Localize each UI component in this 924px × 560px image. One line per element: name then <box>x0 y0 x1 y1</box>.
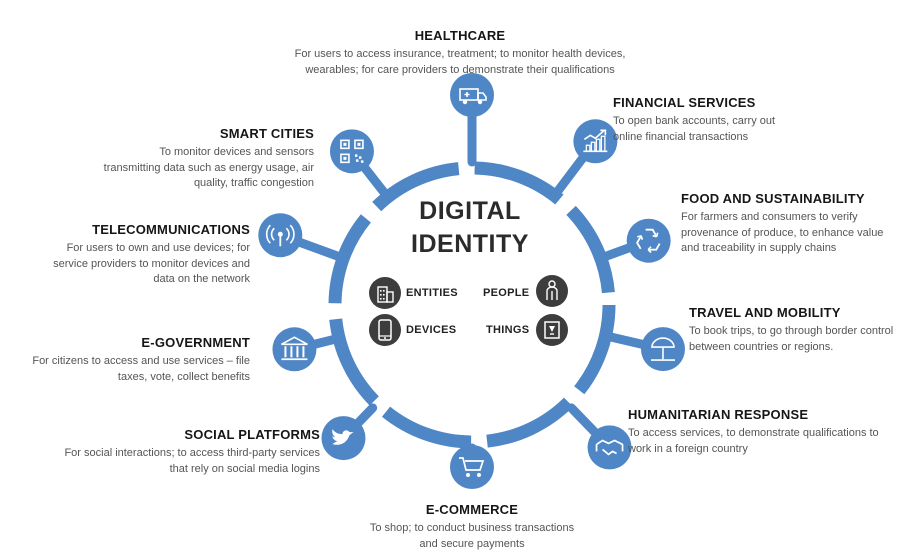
sector-title: HEALTHCARE <box>414 28 506 43</box>
center-icons <box>369 275 568 346</box>
sector-desc-line: and secure payments <box>419 537 525 550</box>
category-things-label: THINGS <box>486 324 530 336</box>
ambulance-icon <box>450 73 494 117</box>
sector-title: E-GOVERNMENT <box>141 335 250 350</box>
shopping-cart-icon <box>450 445 494 489</box>
chip-icon <box>536 314 568 346</box>
sector-title: SOCIAL PLATFORMS <box>184 427 320 442</box>
building-icon <box>369 277 401 309</box>
sector-title: FINANCIAL SERVICES <box>613 95 756 110</box>
sector-desc-line: taxes, vote, collect benefits <box>117 370 250 383</box>
sector-desc-line: online financial transactions <box>613 130 749 143</box>
growth-chart-icon <box>573 119 618 164</box>
recycle-icon <box>626 218 671 263</box>
sector-desc-line: that rely on social media logins <box>169 462 320 475</box>
sector-desc-line: To access services, to demonstrate quali… <box>628 427 879 439</box>
sector-healthcare: HEALTHCARE For users to access insurance… <box>270 28 650 78</box>
sector-desc-line: quality, traffic congestion <box>193 177 314 189</box>
category-people-label: PEOPLE <box>483 287 530 299</box>
sector-desc-line: For farmers and consumers to verify <box>681 211 858 223</box>
sector-desc-line: work in a foreign country <box>628 442 748 455</box>
sector-desc-line: service providers to monitor devices and <box>53 257 250 270</box>
sector-desc-line: For social interactions; to access third… <box>64 447 320 459</box>
sector-travel-mobility: TRAVEL AND MOBILITY To book trips, to go… <box>689 305 921 355</box>
government-building-icon <box>272 327 317 372</box>
sector-title: HUMANITARIAN RESPONSE <box>628 407 809 422</box>
beach-umbrella-icon <box>640 327 685 372</box>
sector-desc-line: For users to access insurance, treatment… <box>294 48 626 60</box>
sector-desc-line: To open bank accounts, carry out <box>613 115 776 127</box>
sector-desc-line: For users to own and use devices; for <box>66 242 250 254</box>
sector-title: E-COMMERCE <box>425 502 519 517</box>
sector-desc-line: transmitting data such as energy usage, … <box>103 161 314 174</box>
sector-telecommunications: TELECOMMUNICATIONS For users to own and … <box>30 222 250 288</box>
sector-humanitarian-response: HUMANITARIAN RESPONSE To access services… <box>628 407 920 457</box>
sector-e-commerce: E-COMMERCE To shop; to conduct business … <box>322 502 622 552</box>
category-entities-label: ENTITIES <box>406 287 458 299</box>
sector-desc-line: To shop; to conduct business transaction… <box>369 522 575 534</box>
sector-social-platforms: SOCIAL PLATFORMS For social interactions… <box>18 427 320 477</box>
qr-code-icon <box>329 129 374 174</box>
identity-ring <box>328 161 616 449</box>
sector-desc-line: provenance of produce, to enhance value <box>681 226 884 239</box>
sector-desc-line: wearables; for care providers to demonst… <box>305 63 615 76</box>
sector-e-government: E-GOVERNMENT For citizens to access and … <box>6 335 250 385</box>
center-title-line1: DIGITAL <box>419 197 521 225</box>
sector-desc-line: data on the network <box>153 273 250 285</box>
category-devices-label: DEVICES <box>406 324 457 336</box>
sector-financial-services: FINANCIAL SERVICES To open bank accounts… <box>613 95 853 145</box>
sector-desc-line: and traceability in supply chains <box>681 242 837 254</box>
person-icon <box>536 275 568 307</box>
sector-title: SMART CITIES <box>219 126 314 141</box>
sector-desc-line: To book trips, to go through border cont… <box>689 325 894 337</box>
handshake-icon <box>587 425 632 470</box>
sector-title: FOOD AND SUSTAINABILITY <box>681 191 865 206</box>
sector-desc-line: between countries or regions. <box>689 340 834 353</box>
sector-food-sustainability: FOOD AND SUSTAINABILITY For farmers and … <box>681 191 921 257</box>
sector-smart-cities: SMART CITIES To monitor devices and sens… <box>82 126 314 192</box>
sector-nodes <box>258 73 685 489</box>
sector-desc-line: To monitor devices and sensors <box>159 146 314 158</box>
sector-desc-line: For citizens to access and use services … <box>32 355 250 367</box>
signal-icon <box>258 213 303 258</box>
sector-title: TRAVEL AND MOBILITY <box>689 305 841 320</box>
phone-icon <box>369 314 401 346</box>
bird-icon <box>321 416 366 461</box>
sector-title: TELECOMMUNICATIONS <box>92 222 250 237</box>
center-title-line2: IDENTITY <box>411 230 529 258</box>
